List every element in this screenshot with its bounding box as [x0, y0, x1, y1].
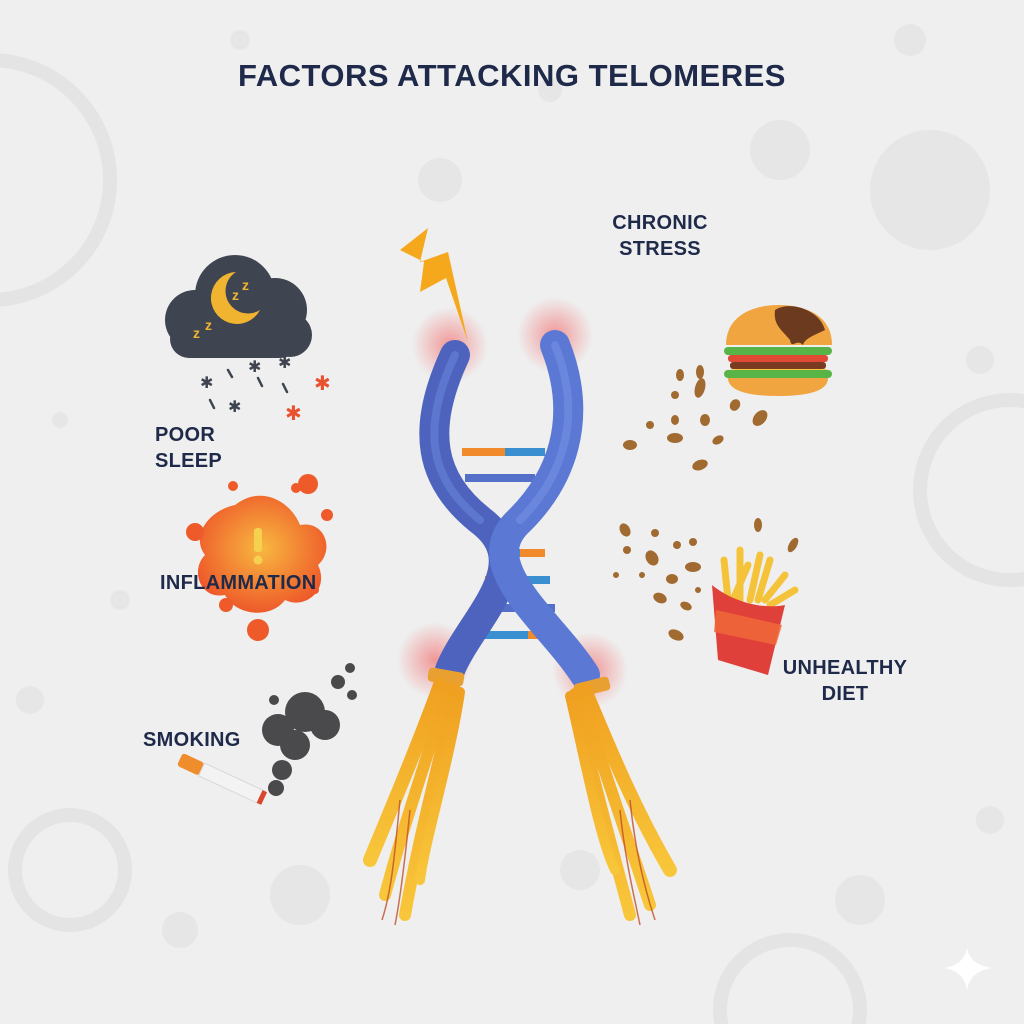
factor-label-poor-sleep: POOR SLEEP [155, 422, 222, 474]
factor-label-line: DIET [821, 683, 869, 705]
factor-label-inflammation: INFLAMMATION [160, 570, 317, 596]
factor-label-line: POOR [155, 424, 216, 446]
factor-label-line: SLEEP [155, 450, 223, 472]
svg-text:✱: ✱ [228, 397, 241, 416]
svg-text:✱: ✱ [200, 373, 213, 392]
factor-label-line: SMOKING [143, 729, 241, 751]
svg-text:z: z [193, 325, 200, 341]
lightning-bolt-icon [400, 228, 468, 342]
factor-label-line: STRESS [619, 238, 701, 260]
telomere-right-frayed [565, 683, 677, 921]
svg-text:✱: ✱ [285, 401, 302, 425]
factor-label-line: UNHEALTHY [782, 657, 908, 679]
svg-text:✱: ✱ [278, 353, 291, 372]
svg-text:✱: ✱ [314, 371, 331, 395]
page-title: FACTORS ATTACKING TELOMERES [238, 58, 786, 93]
svg-text:z: z [242, 277, 249, 293]
factor-label-line: CHRONIC [612, 212, 708, 234]
svg-text:z: z [205, 317, 212, 333]
factor-label-unhealthy-diet: UNHEALTHY DIET [770, 655, 920, 707]
svg-text:✱: ✱ [248, 357, 261, 376]
factor-label-smoking: SMOKING [143, 727, 241, 753]
factor-label-line: INFLAMMATION [160, 572, 317, 594]
factor-label-chronic-stress: CHRONIC STRESS [590, 210, 730, 262]
sparkle-icon [944, 948, 992, 990]
svg-text:z: z [232, 287, 239, 303]
